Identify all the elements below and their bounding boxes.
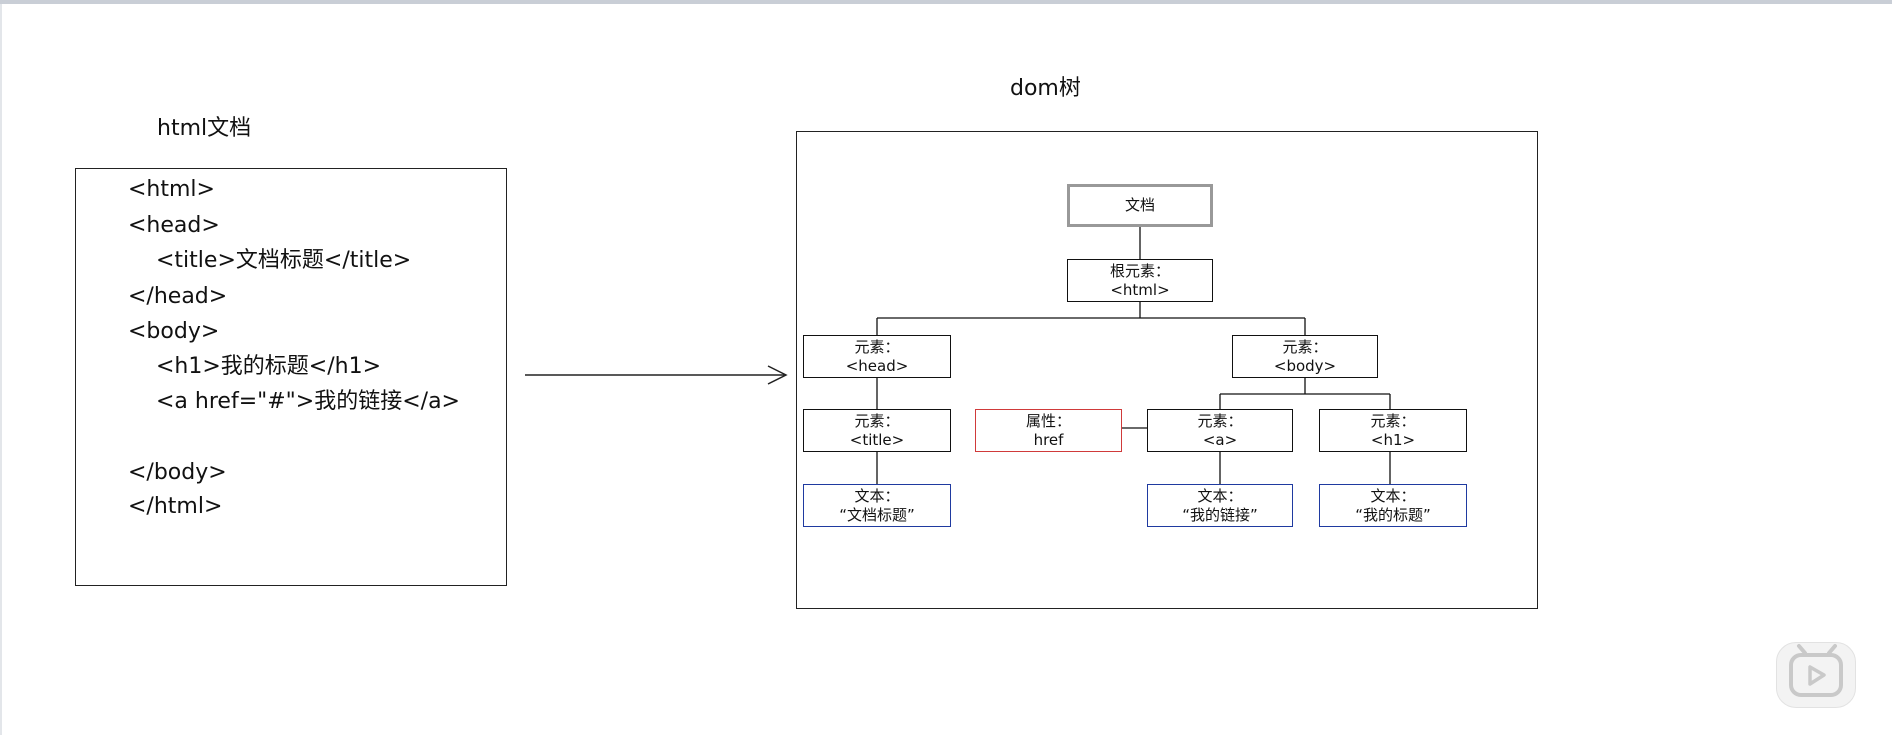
node-head-tag: <head> — [845, 356, 909, 375]
dom-tree-heading: dom树 — [1010, 76, 1081, 101]
node-text-title: 文本： “文档标题” — [803, 484, 951, 527]
play-icon — [1789, 644, 1843, 697]
node-root-tag: <html> — [1110, 280, 1170, 299]
node-text-title-value: “文档标题” — [839, 505, 915, 524]
node-document-label: 文档 — [1124, 196, 1155, 214]
html-document-heading: html文档 — [157, 116, 252, 141]
node-text-a-value: “我的链接” — [1182, 505, 1258, 524]
node-h1: 元素： <h1> — [1319, 409, 1467, 452]
node-a-tag: <a> — [1202, 430, 1238, 449]
video-player-button[interactable] — [1776, 642, 1856, 708]
node-body-type: 元素： — [1282, 337, 1328, 356]
node-h1-tag: <h1> — [1370, 430, 1416, 449]
node-root-type: 根元素： — [1109, 261, 1170, 280]
node-a-type: 元素： — [1197, 411, 1243, 430]
node-text-h1: 文本： “我的标题” — [1319, 484, 1467, 527]
html-code-box — [75, 168, 507, 586]
node-text-h1-value: “我的标题” — [1355, 505, 1431, 524]
window-top-border — [0, 0, 1892, 4]
code-line: </head> — [128, 284, 228, 309]
node-document: 文档 — [1067, 184, 1213, 227]
node-text-h1-type: 文本： — [1370, 486, 1416, 505]
code-line: </html> — [128, 494, 223, 519]
code-line: <title>文档标题</title> — [156, 248, 412, 273]
node-title-tag: <title> — [849, 430, 905, 449]
code-line: <h1>我的标题</h1> — [156, 354, 382, 379]
code-line: <html> — [128, 177, 215, 202]
code-line: <a href="#">我的链接</a> — [156, 389, 460, 414]
node-head-type: 元素： — [854, 337, 900, 356]
node-title: 元素： <title> — [803, 409, 951, 452]
node-text-a: 文本： “我的链接” — [1147, 484, 1293, 527]
mapping-arrow — [525, 365, 788, 385]
node-root-html: 根元素： <html> — [1067, 259, 1213, 302]
node-title-type: 元素： — [854, 411, 900, 430]
code-line: <head> — [128, 213, 220, 238]
node-a: 元素： <a> — [1147, 409, 1293, 452]
node-attr-name: href — [1033, 430, 1064, 449]
node-h1-type: 元素： — [1370, 411, 1416, 430]
dom-tree-frame — [796, 131, 1538, 609]
node-body: 元素： <body> — [1232, 335, 1378, 378]
node-body-tag: <body> — [1273, 356, 1337, 375]
node-text-title-type: 文本： — [854, 486, 900, 505]
node-head: 元素： <head> — [803, 335, 951, 378]
node-text-a-type: 文本： — [1197, 486, 1243, 505]
code-line: </body> — [128, 460, 227, 485]
node-attr-type: 属性： — [1025, 411, 1071, 430]
window-left-border — [0, 4, 2, 735]
code-line: <body> — [128, 319, 220, 344]
node-attribute-href: 属性： href — [975, 409, 1122, 452]
